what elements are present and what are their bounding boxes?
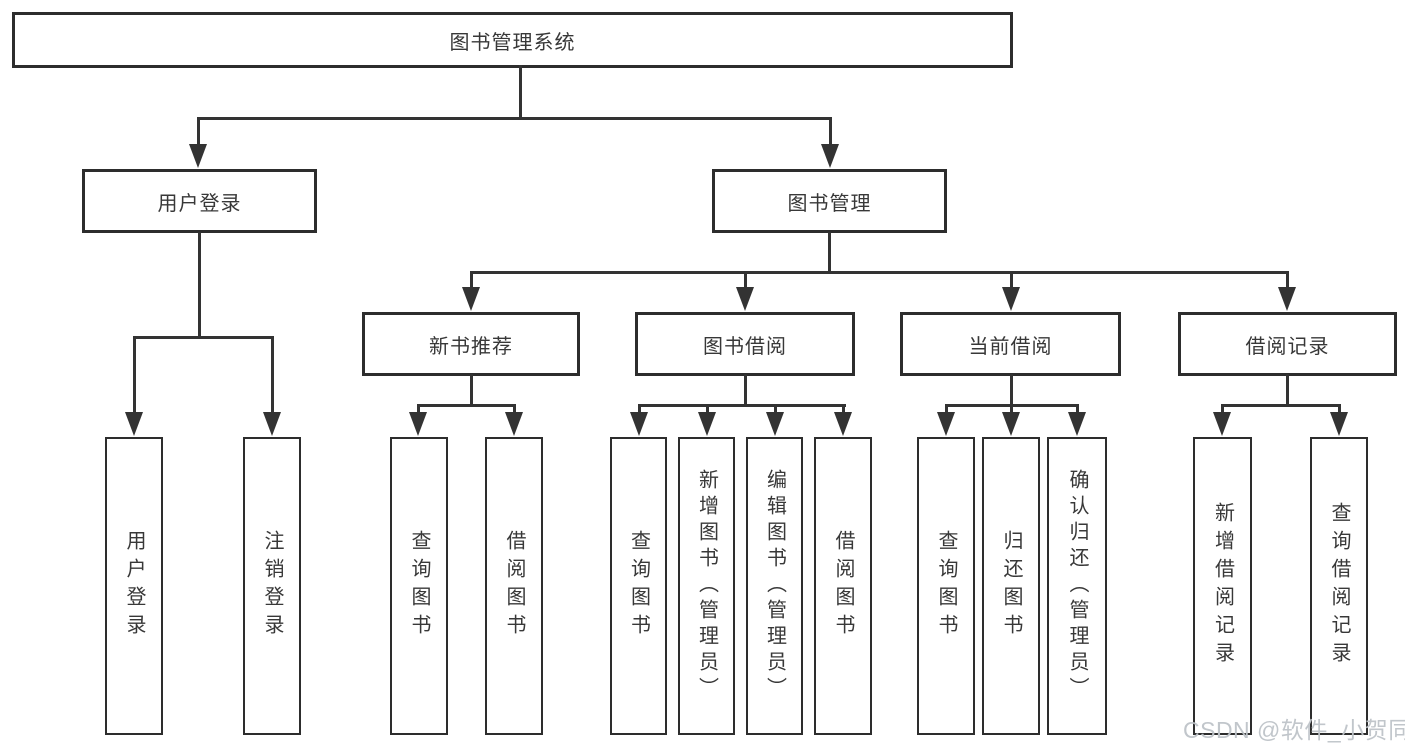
leaf-cb-confirm-return-admin: 确认归还（管理员） — [1047, 437, 1107, 735]
leaf-label: 确认归还（管理员） — [1066, 469, 1088, 703]
node-library-system: 图书管理系统 — [12, 12, 1013, 68]
arrow-down-icon — [125, 412, 143, 436]
leaf-br-add-record: 新增借阅记录 — [1193, 437, 1252, 735]
arrow-down-icon — [1002, 287, 1020, 311]
connector-line — [1010, 374, 1013, 407]
leaf-nr-borrow-books: 借阅图书 — [485, 437, 543, 735]
connector-line — [197, 117, 832, 120]
arrow-down-icon — [1330, 412, 1348, 436]
connector-line — [470, 374, 473, 407]
leaf-cb-return-books: 归还图书 — [982, 437, 1040, 735]
leaf-label: 编辑图书（管理员） — [763, 469, 786, 703]
leaf-label: 用户登录 — [123, 530, 145, 642]
connector-line — [1010, 271, 1013, 291]
leaf-user-login: 用户登录 — [105, 437, 163, 735]
connector-line — [638, 404, 641, 416]
leaf-label: 新增图书（管理员） — [695, 469, 718, 703]
csdn-watermark: CSDN @软件_小贺同学 — [1183, 717, 1405, 743]
arrow-down-icon — [1068, 412, 1086, 436]
arrow-down-icon — [409, 412, 427, 436]
arrow-down-icon — [189, 144, 207, 168]
arrow-down-icon — [821, 144, 839, 168]
connector-line — [638, 404, 846, 407]
connector-line — [470, 271, 473, 291]
leaf-label: 新增借阅记录 — [1211, 502, 1234, 670]
leaf-label: 注销登录 — [261, 530, 283, 642]
leaf-label: 借阅图书 — [832, 530, 854, 642]
connector-line — [1286, 271, 1289, 291]
connector-line — [1221, 404, 1224, 416]
arrow-down-icon — [698, 412, 716, 436]
leaf-label: 查询图书 — [627, 530, 650, 642]
leaf-label: 查询借阅记录 — [1328, 502, 1350, 670]
connector-line — [417, 404, 516, 407]
connector-line — [706, 404, 709, 416]
arrow-down-icon — [736, 287, 754, 311]
arrow-down-icon — [1278, 287, 1296, 311]
connector-line — [133, 336, 274, 339]
leaf-br-query-record: 查询借阅记录 — [1310, 437, 1368, 735]
connector-line — [1076, 404, 1079, 416]
arrow-down-icon — [766, 412, 784, 436]
leaf-logout: 注销登录 — [243, 437, 301, 735]
leaf-bb-borrow-books: 借阅图书 — [814, 437, 872, 735]
leaf-label: 借阅图书 — [503, 530, 525, 642]
arrow-down-icon — [937, 412, 955, 436]
connector-line — [829, 117, 832, 147]
connector-line — [744, 374, 747, 407]
leaf-label: 查询图书 — [408, 530, 430, 642]
connector-line — [1010, 404, 1013, 416]
node-book-borrow: 图书借阅 — [635, 312, 855, 376]
connector-line — [774, 404, 777, 416]
connector-line — [417, 404, 420, 416]
connector-line — [744, 271, 747, 291]
connector-line — [271, 336, 274, 414]
arrow-down-icon — [1213, 412, 1231, 436]
leaf-bb-add-books-admin: 新增图书（管理员） — [678, 437, 735, 735]
connector-line — [198, 232, 201, 339]
leaf-bb-edit-books-admin: 编辑图书（管理员） — [746, 437, 803, 735]
node-user-login: 用户登录 — [82, 169, 317, 233]
connector-line — [842, 404, 845, 416]
connector-line — [1338, 404, 1341, 416]
connector-line — [828, 232, 831, 274]
arrow-down-icon — [1002, 412, 1020, 436]
connector-line — [1286, 374, 1289, 407]
node-book-management: 图书管理 — [712, 169, 947, 233]
arrow-down-icon — [834, 412, 852, 436]
leaf-cb-query-books: 查询图书 — [917, 437, 975, 735]
connector-line — [1221, 404, 1341, 407]
node-borrow-records: 借阅记录 — [1178, 312, 1397, 376]
node-current-borrow: 当前借阅 — [900, 312, 1121, 376]
arrow-down-icon — [505, 412, 523, 436]
connector-line — [197, 117, 200, 147]
node-new-book-recommend: 新书推荐 — [362, 312, 580, 376]
connector-line — [945, 404, 948, 416]
connector-line — [513, 404, 516, 416]
leaf-label: 查询图书 — [935, 530, 957, 642]
arrow-down-icon — [263, 412, 281, 436]
arrow-down-icon — [630, 412, 648, 436]
connector-line — [133, 336, 136, 414]
leaf-nr-query-books: 查询图书 — [390, 437, 448, 735]
connector-line — [470, 271, 1289, 274]
connector-line — [519, 65, 522, 119]
leaf-bb-query-books: 查询图书 — [610, 437, 667, 735]
leaf-label: 归还图书 — [1000, 530, 1022, 642]
arrow-down-icon — [462, 287, 480, 311]
